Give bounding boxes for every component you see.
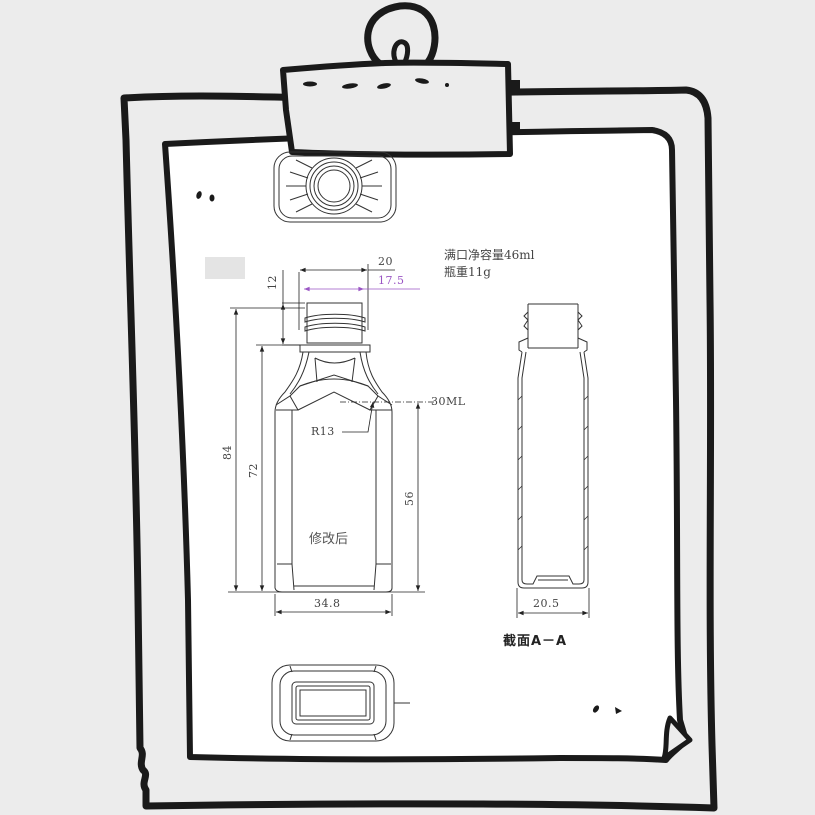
- blurred-mark: [205, 257, 245, 279]
- fill-mark-30ml: 30ML: [431, 395, 466, 408]
- dim-section-width: 20.5: [533, 597, 560, 610]
- bottle-bottom-view: [271, 664, 410, 742]
- dim-body-height: 72: [247, 463, 260, 478]
- bottle-section-view: [517, 303, 589, 589]
- dim-radius: R13: [311, 425, 335, 438]
- bottle-front-view: [274, 302, 393, 593]
- capacity-note: 满口净容量46ml: [444, 248, 535, 262]
- dim-total-height: 84: [221, 445, 234, 460]
- section-title: 截面A－A: [503, 634, 568, 649]
- modified-label: 修改后: [309, 532, 349, 547]
- clip-ring: [364, 2, 439, 68]
- section-dimensions: [516, 588, 590, 618]
- dim-neck-inner-width: 17.5: [378, 274, 405, 287]
- bottle-top-view: [273, 151, 397, 223]
- dim-fill-height: 56: [403, 491, 416, 506]
- dim-neck-outer-width: 20: [378, 255, 393, 268]
- front-dimensions: [228, 264, 440, 616]
- dim-neck-height: 12: [266, 275, 279, 290]
- weight-note: 瓶重11g: [444, 265, 491, 279]
- decorative-dots: [196, 191, 622, 714]
- clip-tab: [280, 59, 520, 158]
- paper-sheet: [162, 127, 693, 763]
- dim-body-width: 34.8: [314, 597, 341, 610]
